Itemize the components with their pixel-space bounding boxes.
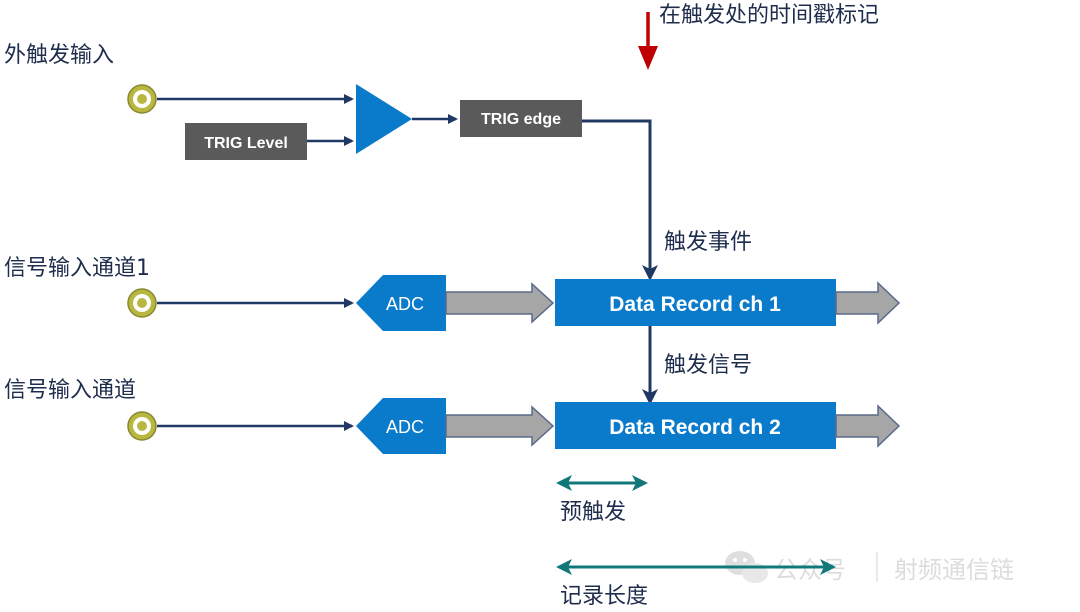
pre-trigger-label: 预触发 — [560, 500, 626, 525]
data-record-ch1-text: Data Record ch 1 — [609, 293, 781, 316]
trig-level-text: TRIG Level — [204, 135, 288, 152]
comparator-icon — [356, 84, 412, 154]
pre-trigger-span-arrow — [556, 475, 648, 491]
data-record-ch2-text: Data Record ch 2 — [609, 416, 781, 439]
record-ch2-output-arrow — [835, 404, 901, 448]
trigger-signal-label: 触发信号 — [664, 353, 752, 378]
adc-2-block: ADC — [356, 398, 446, 454]
trig-level-block: TRIG Level — [185, 123, 307, 160]
record-length-label: 记录长度 — [560, 584, 648, 609]
trigger-event-path — [582, 119, 658, 281]
trig-edge-block: TRIG edge — [460, 100, 582, 137]
adc-1-block: ADC — [356, 275, 446, 331]
timestamp-marker-arrow — [638, 12, 658, 70]
trigger-connector-icon — [127, 84, 157, 114]
adc-2-output-arrow — [445, 405, 555, 447]
trig-edge-text: TRIG edge — [481, 111, 561, 128]
watermark-account-name: 射频通信链 — [894, 556, 1014, 584]
channel-1-connector-icon — [127, 288, 157, 318]
adc-2-text: ADC — [386, 417, 424, 437]
timestamp-label: 在触发处的时间戳标记 — [659, 3, 879, 28]
adc-1-output-arrow — [445, 282, 555, 324]
watermark-account-prefix: 公众号 — [774, 556, 846, 584]
data-record-ch1-block: Data Record ch 1 — [555, 279, 836, 326]
data-record-ch2-block: Data Record ch 2 — [555, 402, 836, 449]
record-length-span-arrow — [556, 559, 836, 575]
signal-channel-label: 信号输入通道 — [4, 378, 136, 403]
watermark: 公众号 射频通信链 — [725, 551, 1014, 584]
record-ch1-output-arrow — [835, 281, 901, 325]
channel-2-connector-icon — [127, 411, 157, 441]
trigger-event-label: 触发事件 — [664, 230, 752, 255]
signal-channel-1-label: 信号输入通道1 — [4, 256, 150, 281]
adc-1-text: ADC — [386, 294, 424, 314]
external-trigger-input-label: 外触发输入 — [4, 43, 114, 68]
